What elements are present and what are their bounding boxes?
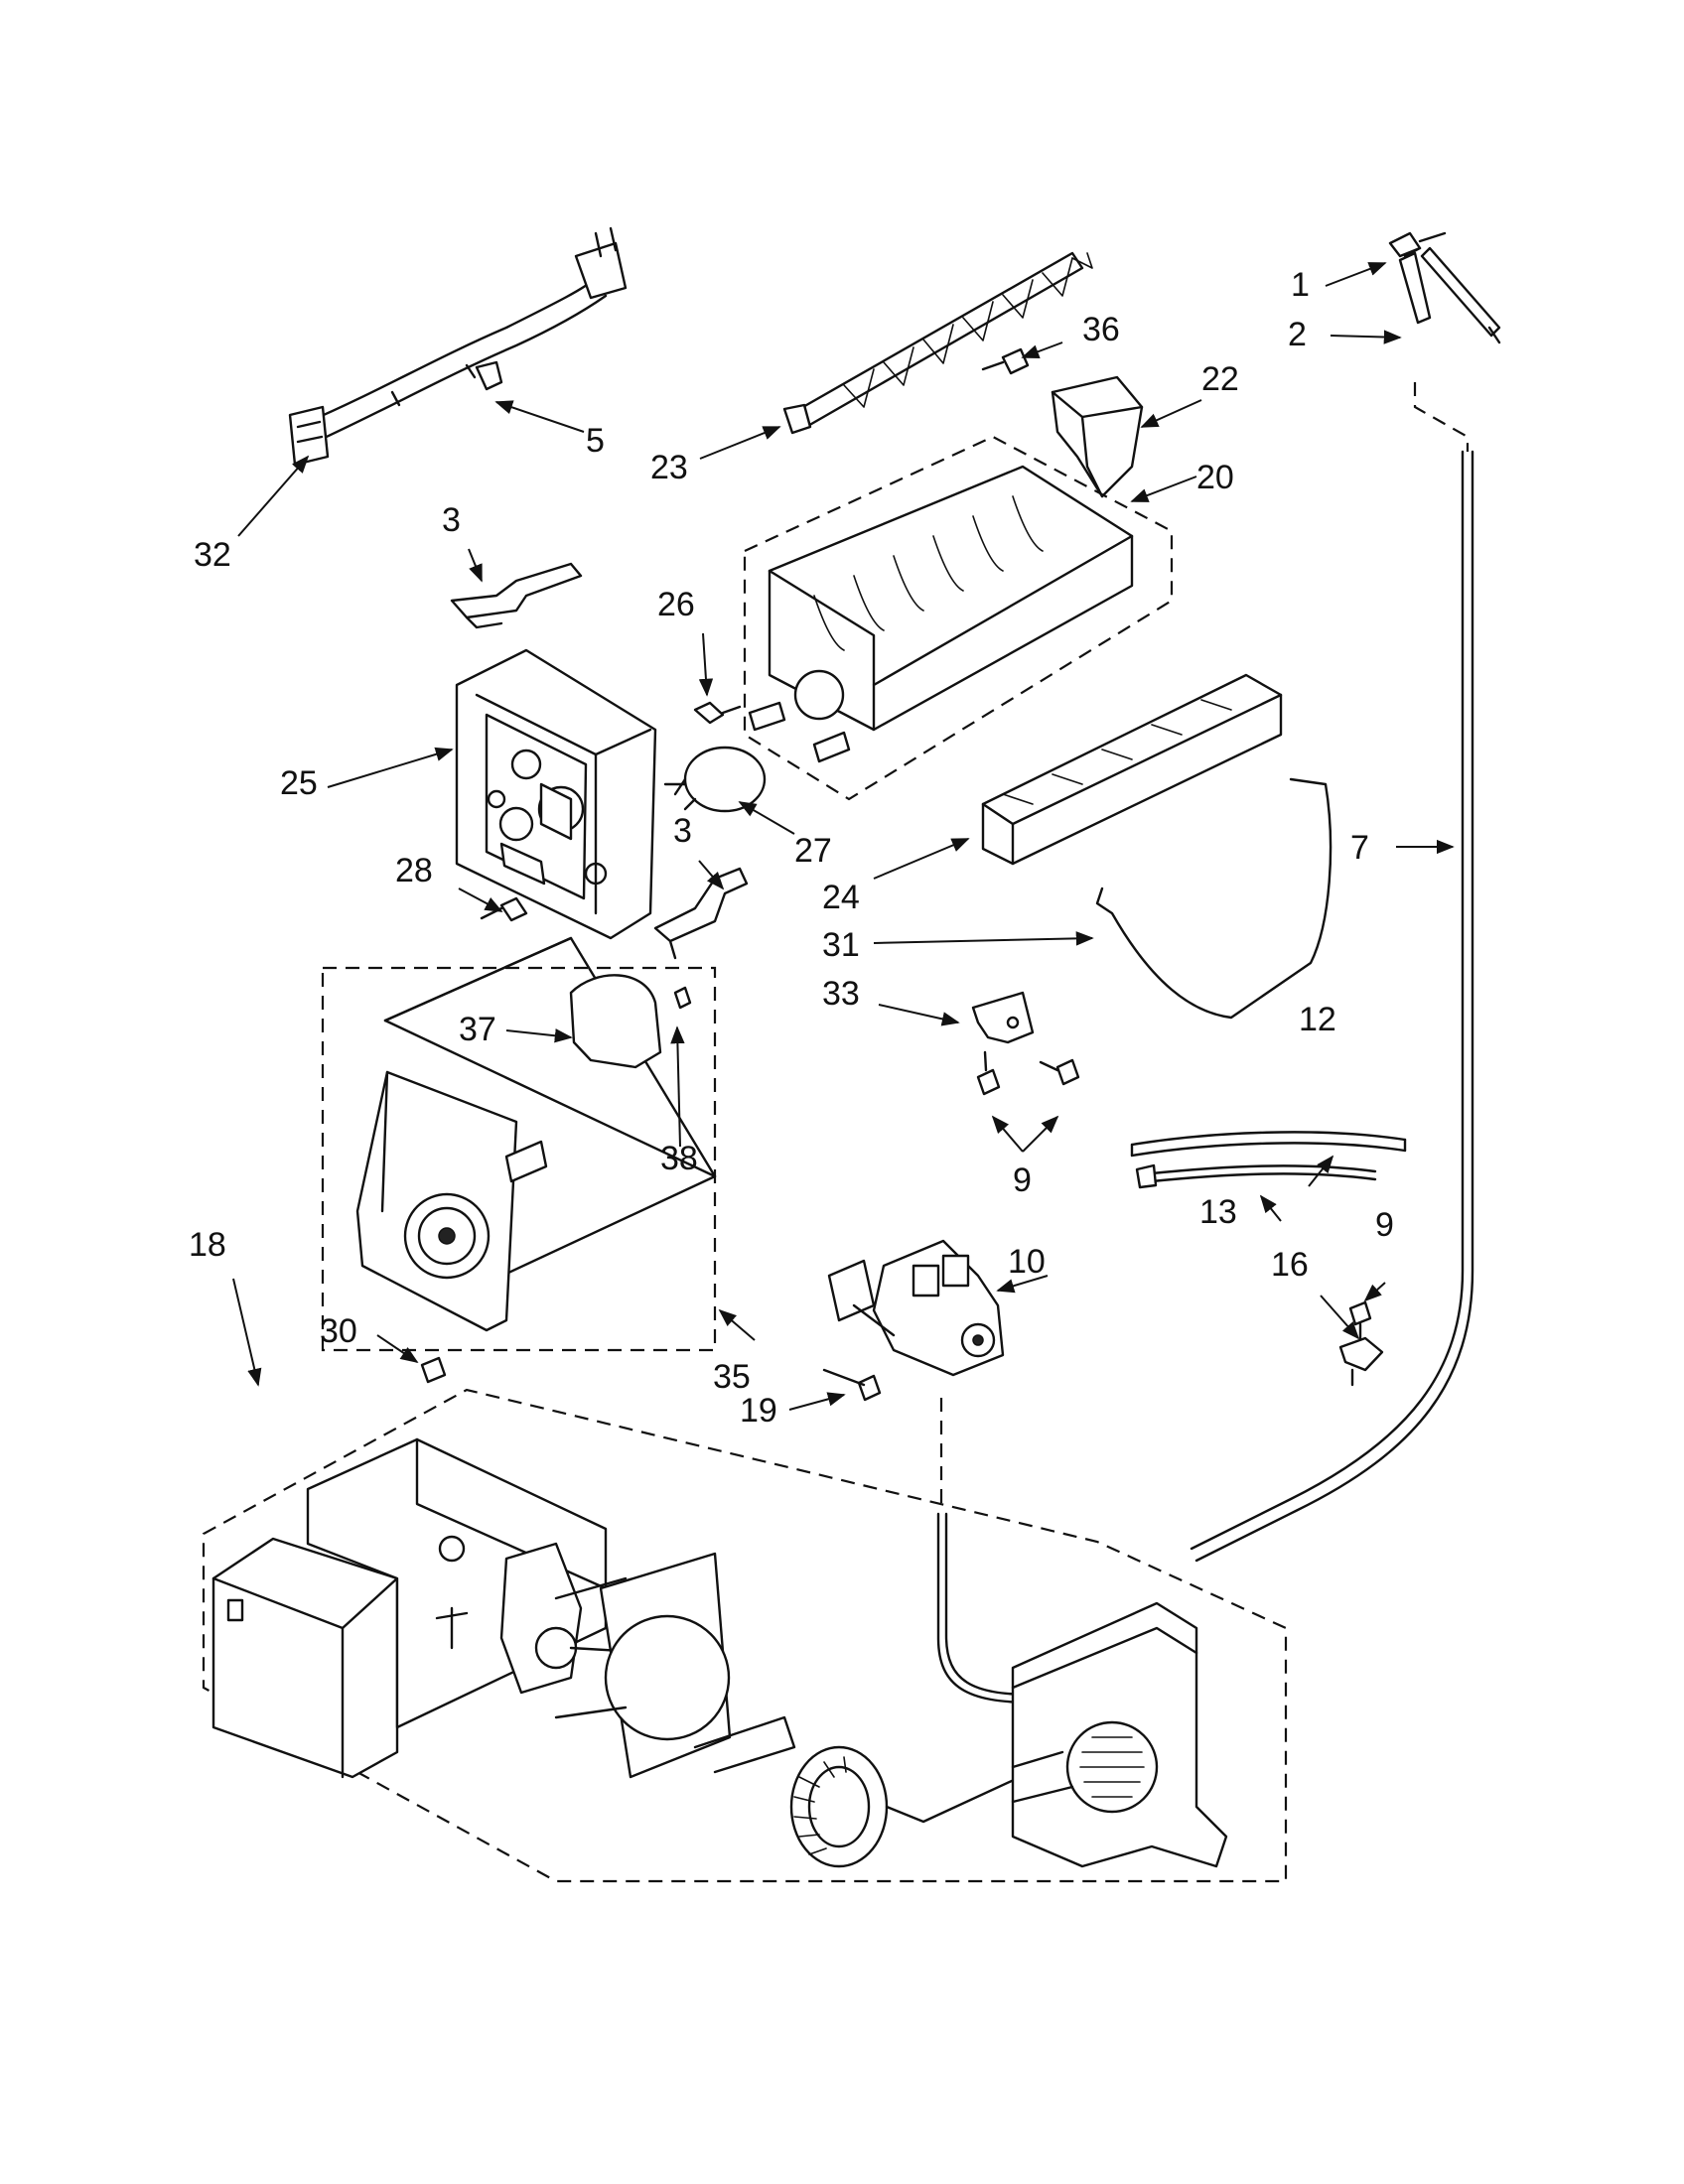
callout-35: 35 (713, 1358, 751, 1396)
screws-9-upper (976, 1050, 1080, 1096)
shutoff-arm-31 (1095, 777, 1333, 1020)
tubes-12-13 (1130, 1131, 1407, 1189)
callout-7: 7 (1350, 829, 1369, 867)
callout-18: 18 (189, 1226, 226, 1264)
callout-30: 30 (320, 1312, 357, 1350)
callout-5: 5 (586, 422, 605, 460)
motor-assembly-35 (321, 936, 717, 1352)
callout-27: 27 (794, 832, 832, 870)
fill-cup-22 (1051, 375, 1144, 498)
callout-20: 20 (1196, 459, 1234, 496)
wire-harness (288, 226, 628, 467)
fan-assembly-18 (202, 1388, 1288, 1883)
callout-22: 22 (1201, 360, 1239, 398)
callout-19: 19 (740, 1392, 777, 1430)
callout-33: 33 (822, 975, 860, 1013)
callout-24: 24 (822, 879, 860, 916)
callout-37: 37 (459, 1011, 496, 1048)
callout-3-lower: 3 (673, 812, 692, 850)
valve-10 (827, 1239, 1005, 1377)
callout-9-upper: 9 (1013, 1161, 1032, 1199)
callout-38: 38 (660, 1140, 698, 1177)
callout-13: 13 (1199, 1193, 1237, 1231)
screw-19 (822, 1368, 882, 1402)
callout-12: 12 (1299, 1001, 1336, 1038)
water-tube-7 (1190, 382, 1474, 1563)
screw-28 (480, 896, 528, 922)
motor-27 (663, 746, 767, 813)
callout-36: 36 (1082, 311, 1120, 348)
mounting-clip-lower (653, 867, 749, 960)
leader-lines (232, 262, 1455, 1411)
screw-30 (420, 1356, 447, 1384)
clamp-16 (1338, 1300, 1384, 1387)
stripper-24 (981, 673, 1283, 866)
mounting-clip-top (450, 562, 583, 629)
valve-outlet-tube (936, 1398, 1035, 1705)
callout-28: 28 (395, 852, 433, 889)
shutoff-arm-26 (693, 701, 742, 725)
callout-10: 10 (1008, 1243, 1046, 1281)
callout-26: 26 (657, 586, 695, 623)
callout-2: 2 (1288, 316, 1307, 353)
bracket-33 (971, 991, 1035, 1044)
callout-25: 25 (280, 764, 318, 802)
callout-31: 31 (822, 926, 860, 964)
callout-labels: 1 2 3 3 5 7 9 9 10 12 13 16 18 19 20 22 … (189, 266, 1394, 1430)
ejector-23 (782, 251, 1093, 435)
callout-23: 23 (650, 449, 688, 486)
screw-36 (981, 347, 1030, 375)
callout-9-lower: 9 (1375, 1206, 1394, 1244)
ice-maker-housing (455, 648, 657, 940)
callout-32: 32 (194, 536, 231, 574)
callout-16: 16 (1271, 1246, 1309, 1284)
callout-1: 1 (1291, 266, 1310, 304)
arm-1-2 (1388, 231, 1501, 344)
callout-3-top: 3 (442, 501, 461, 539)
ice-mold-20 (743, 435, 1174, 801)
